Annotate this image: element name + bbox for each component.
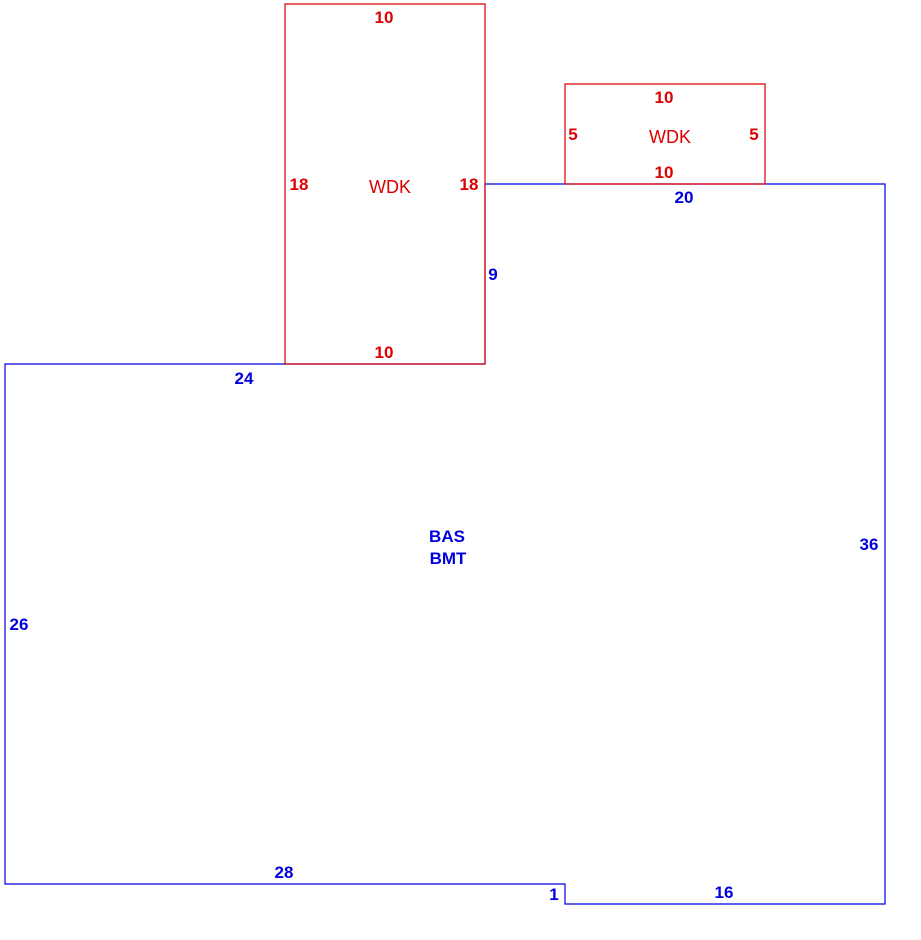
deck-north-label: WDK (369, 177, 411, 197)
dim-bottom-left: 28 (275, 863, 294, 882)
deck-north-dim-bottom: 10 (375, 343, 394, 362)
dim-step: 1 (549, 885, 558, 904)
deck-north-outline (284, 3, 486, 365)
dim-top-left: 24 (235, 369, 254, 388)
basement-label: BMT (430, 549, 467, 568)
dim-top-right: 20 (675, 188, 694, 207)
deck-east-dim-bottom: 10 (655, 163, 674, 182)
deck-north-dim-right: 18 (460, 175, 479, 194)
deck-east-label: WDK (649, 127, 691, 147)
dim-left: 26 (10, 615, 29, 634)
deck-north-dim-left: 18 (290, 175, 309, 194)
dim-right: 36 (860, 535, 879, 554)
base-area-label: BAS (429, 527, 465, 546)
dim-bottom-right: 16 (715, 883, 734, 902)
dim-left-step-up: 9 (488, 265, 497, 284)
deck-east-outline (564, 83, 766, 185)
deck-north-dim-top: 10 (375, 8, 394, 27)
deck-east-dim-left: 5 (568, 125, 577, 144)
deck-east-dim-top: 10 (655, 88, 674, 107)
deck-east-dim-right: 5 (749, 125, 758, 144)
